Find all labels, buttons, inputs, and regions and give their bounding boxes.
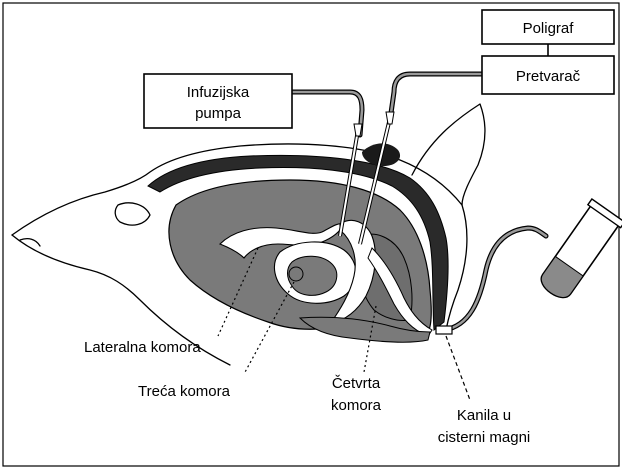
infuzijska-label-line1: Infuzijska	[187, 84, 250, 101]
test-tube	[534, 199, 622, 304]
cisterna-cannula-tip	[436, 326, 452, 334]
label-treca-komora: Treća komora	[138, 383, 231, 400]
foramen	[289, 267, 303, 281]
infuzijska-label-line2: pumpa	[195, 105, 242, 122]
tubing-infusion	[292, 92, 362, 135]
poligraf-label: Poligraf	[523, 20, 575, 37]
tubing-transducer	[390, 74, 482, 120]
tubing-cisterna	[444, 228, 546, 330]
poligraf-box: Poligraf	[482, 10, 614, 44]
label-kanila-line2: cisterni magni	[438, 429, 531, 446]
label-cetvrta-line2: komora	[331, 397, 382, 414]
label-kanila-line1: Kanila u	[457, 407, 511, 424]
leader-kanila	[446, 336, 470, 400]
pretvarac-box: Pretvarač	[482, 56, 614, 94]
label-cetvrta-line1: Četvrta	[332, 375, 381, 392]
pretvarac-label: Pretvarač	[516, 68, 581, 85]
infuzijska-pumpa-box: Infuzijska pumpa	[144, 74, 292, 128]
label-lateralna-komora: Lateralna komora	[84, 339, 201, 356]
